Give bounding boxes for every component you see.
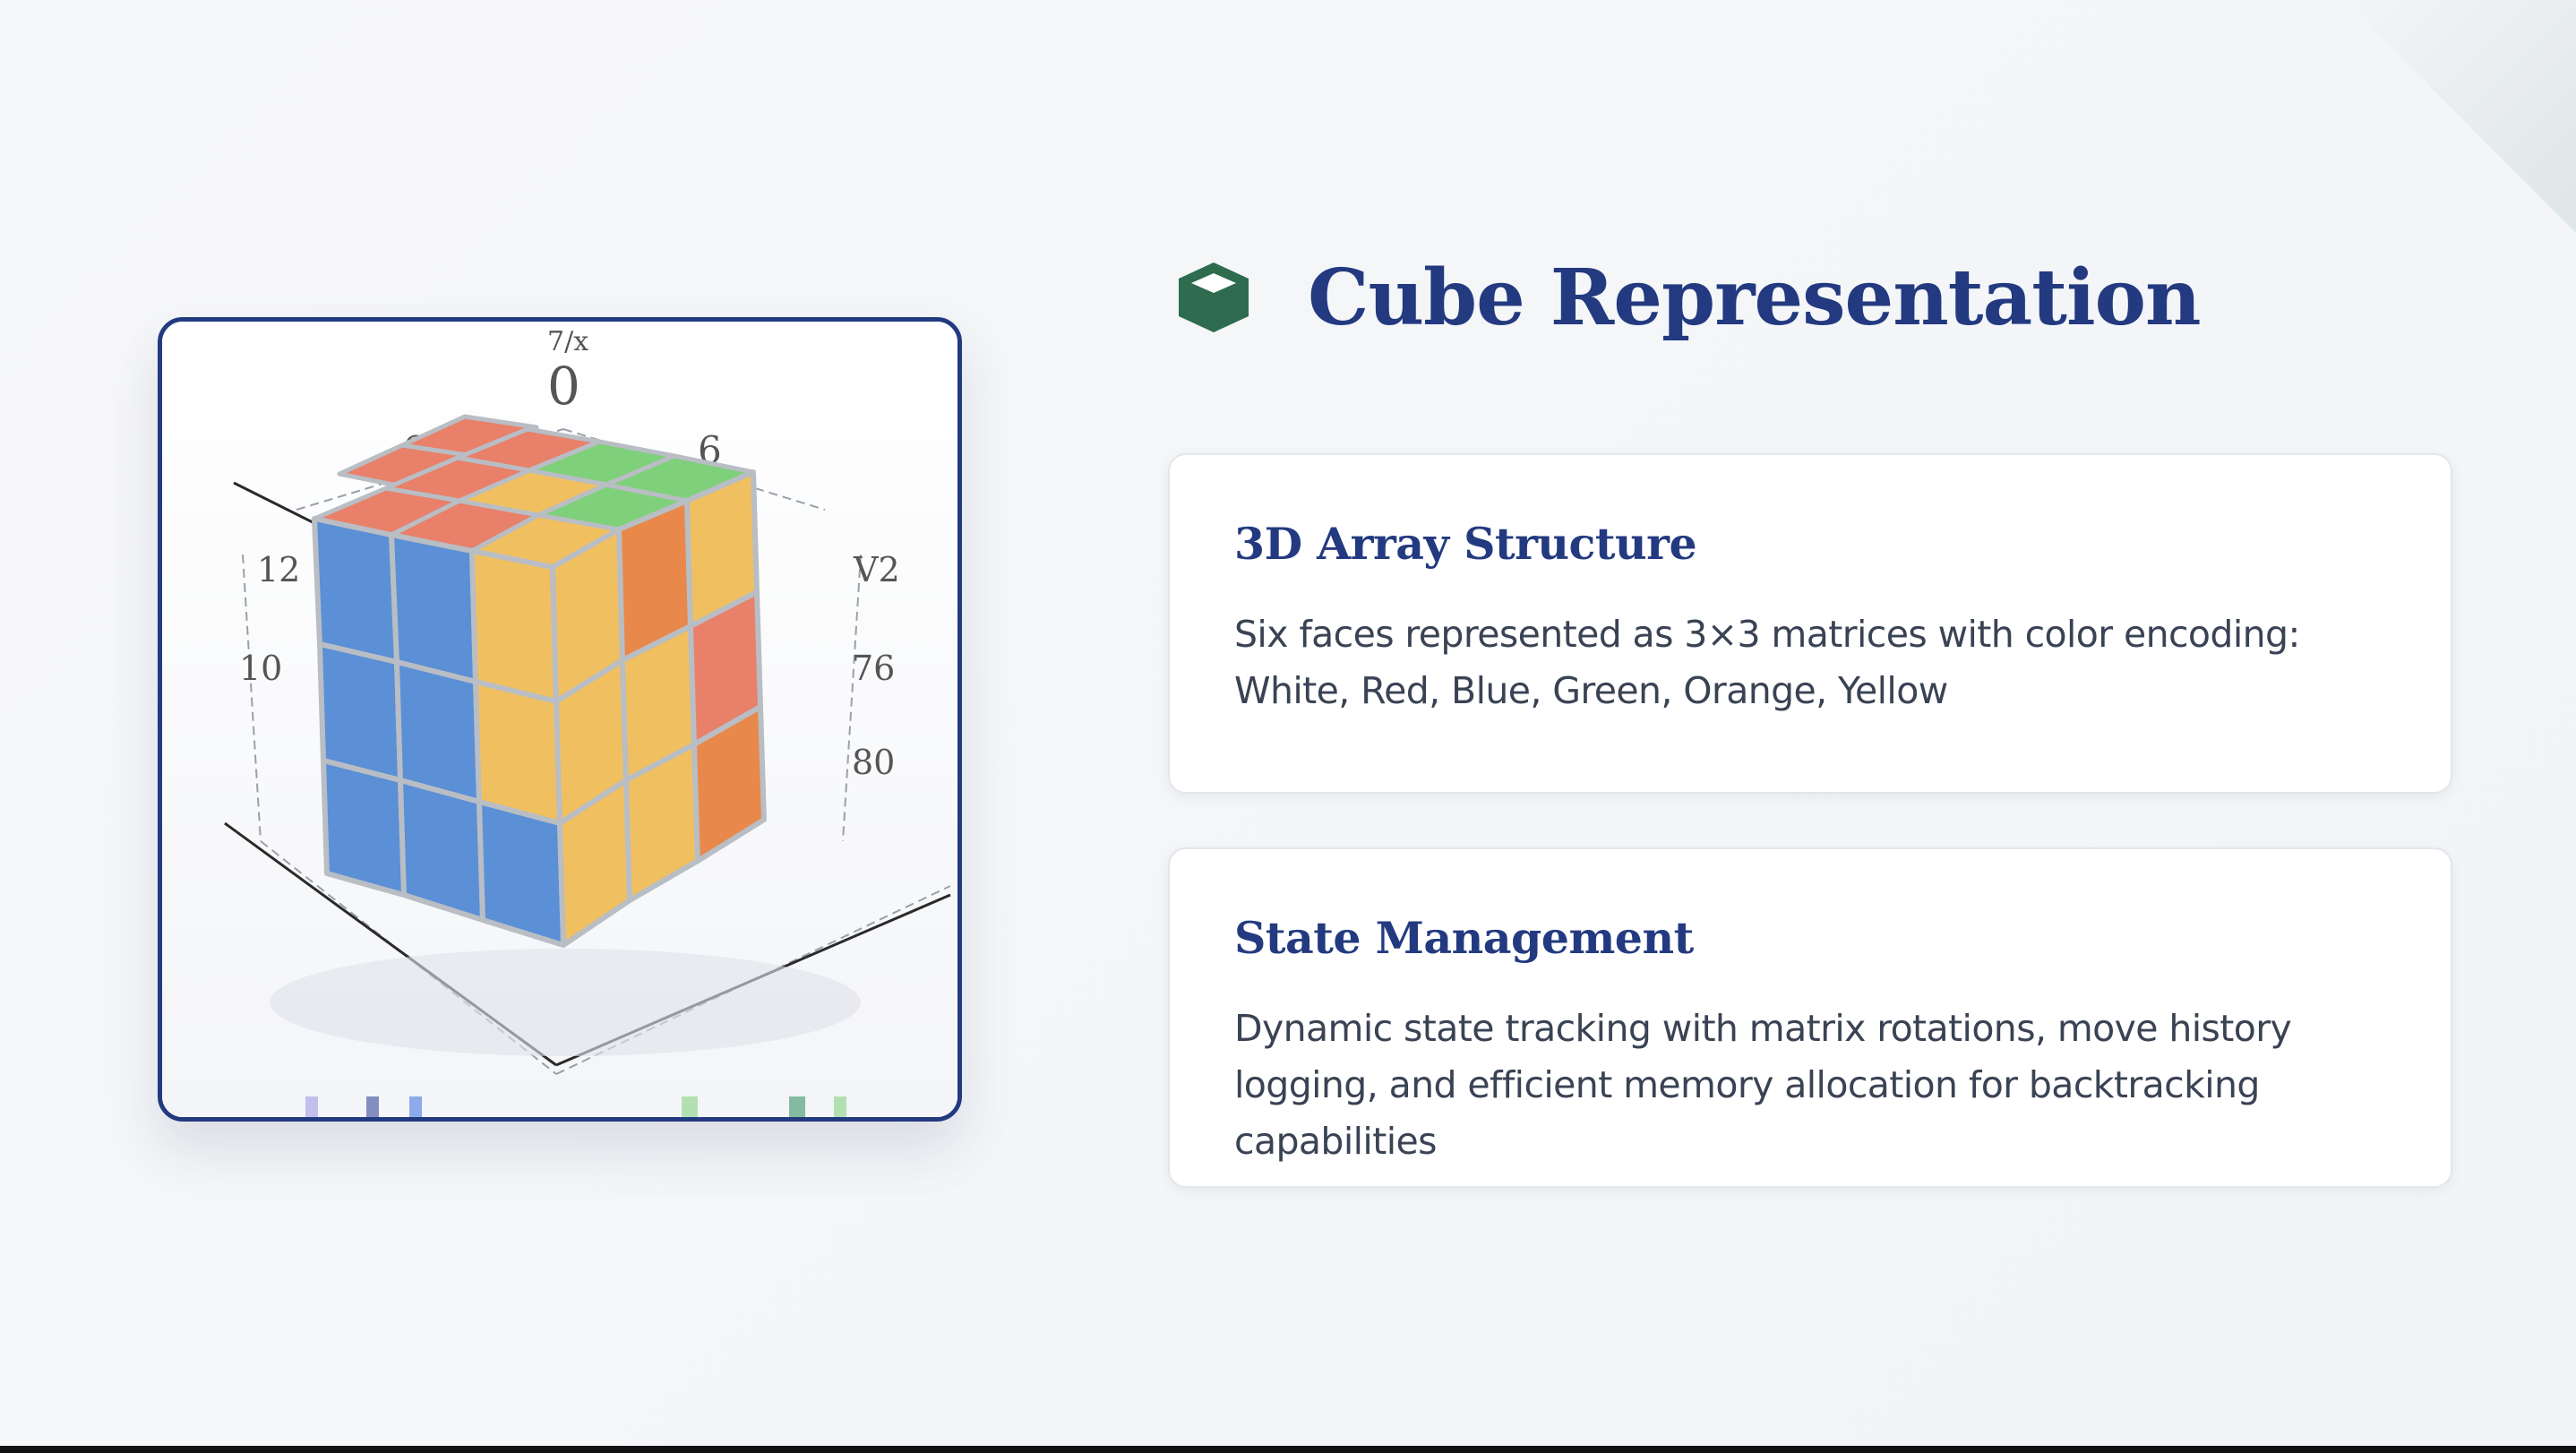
feature-card-state-management: State Management Dynamic state tracking …: [1168, 847, 2452, 1188]
section-header: Cube Representation: [1175, 252, 2201, 343]
illustration-label: 7/x: [547, 326, 588, 357]
cube-drawing: 7/x 0 6 6 12 10 76 80 V2: [162, 322, 957, 1117]
illustration-label: V2: [853, 550, 900, 589]
feature-card-array-structure: 3D Array Structure Six faces represented…: [1168, 453, 2452, 794]
card-title: State Management: [1234, 912, 1694, 964]
corner-decoration: [2343, 0, 2576, 233]
card-description: Six faces represented as 3×3 matrices wi…: [1234, 612, 2300, 712]
illustration-label: 10: [239, 649, 282, 688]
page-title: Cube Representation: [1308, 252, 2201, 343]
illustration-label: 0: [547, 356, 580, 417]
card-title: 3D Array Structure: [1234, 518, 1697, 570]
illustration-label: 12: [257, 550, 300, 589]
card-description: Dynamic state tracking with matrix rotat…: [1234, 1006, 2292, 1163]
cube-icon: [1179, 262, 1249, 332]
illustration-label: 76: [852, 649, 895, 688]
illustration-label: 80: [852, 743, 895, 782]
rubiks-cube-illustration: 7/x 0 6 6 12 10 76 80 V2: [158, 317, 962, 1122]
bottom-bar: [0, 1446, 2576, 1453]
